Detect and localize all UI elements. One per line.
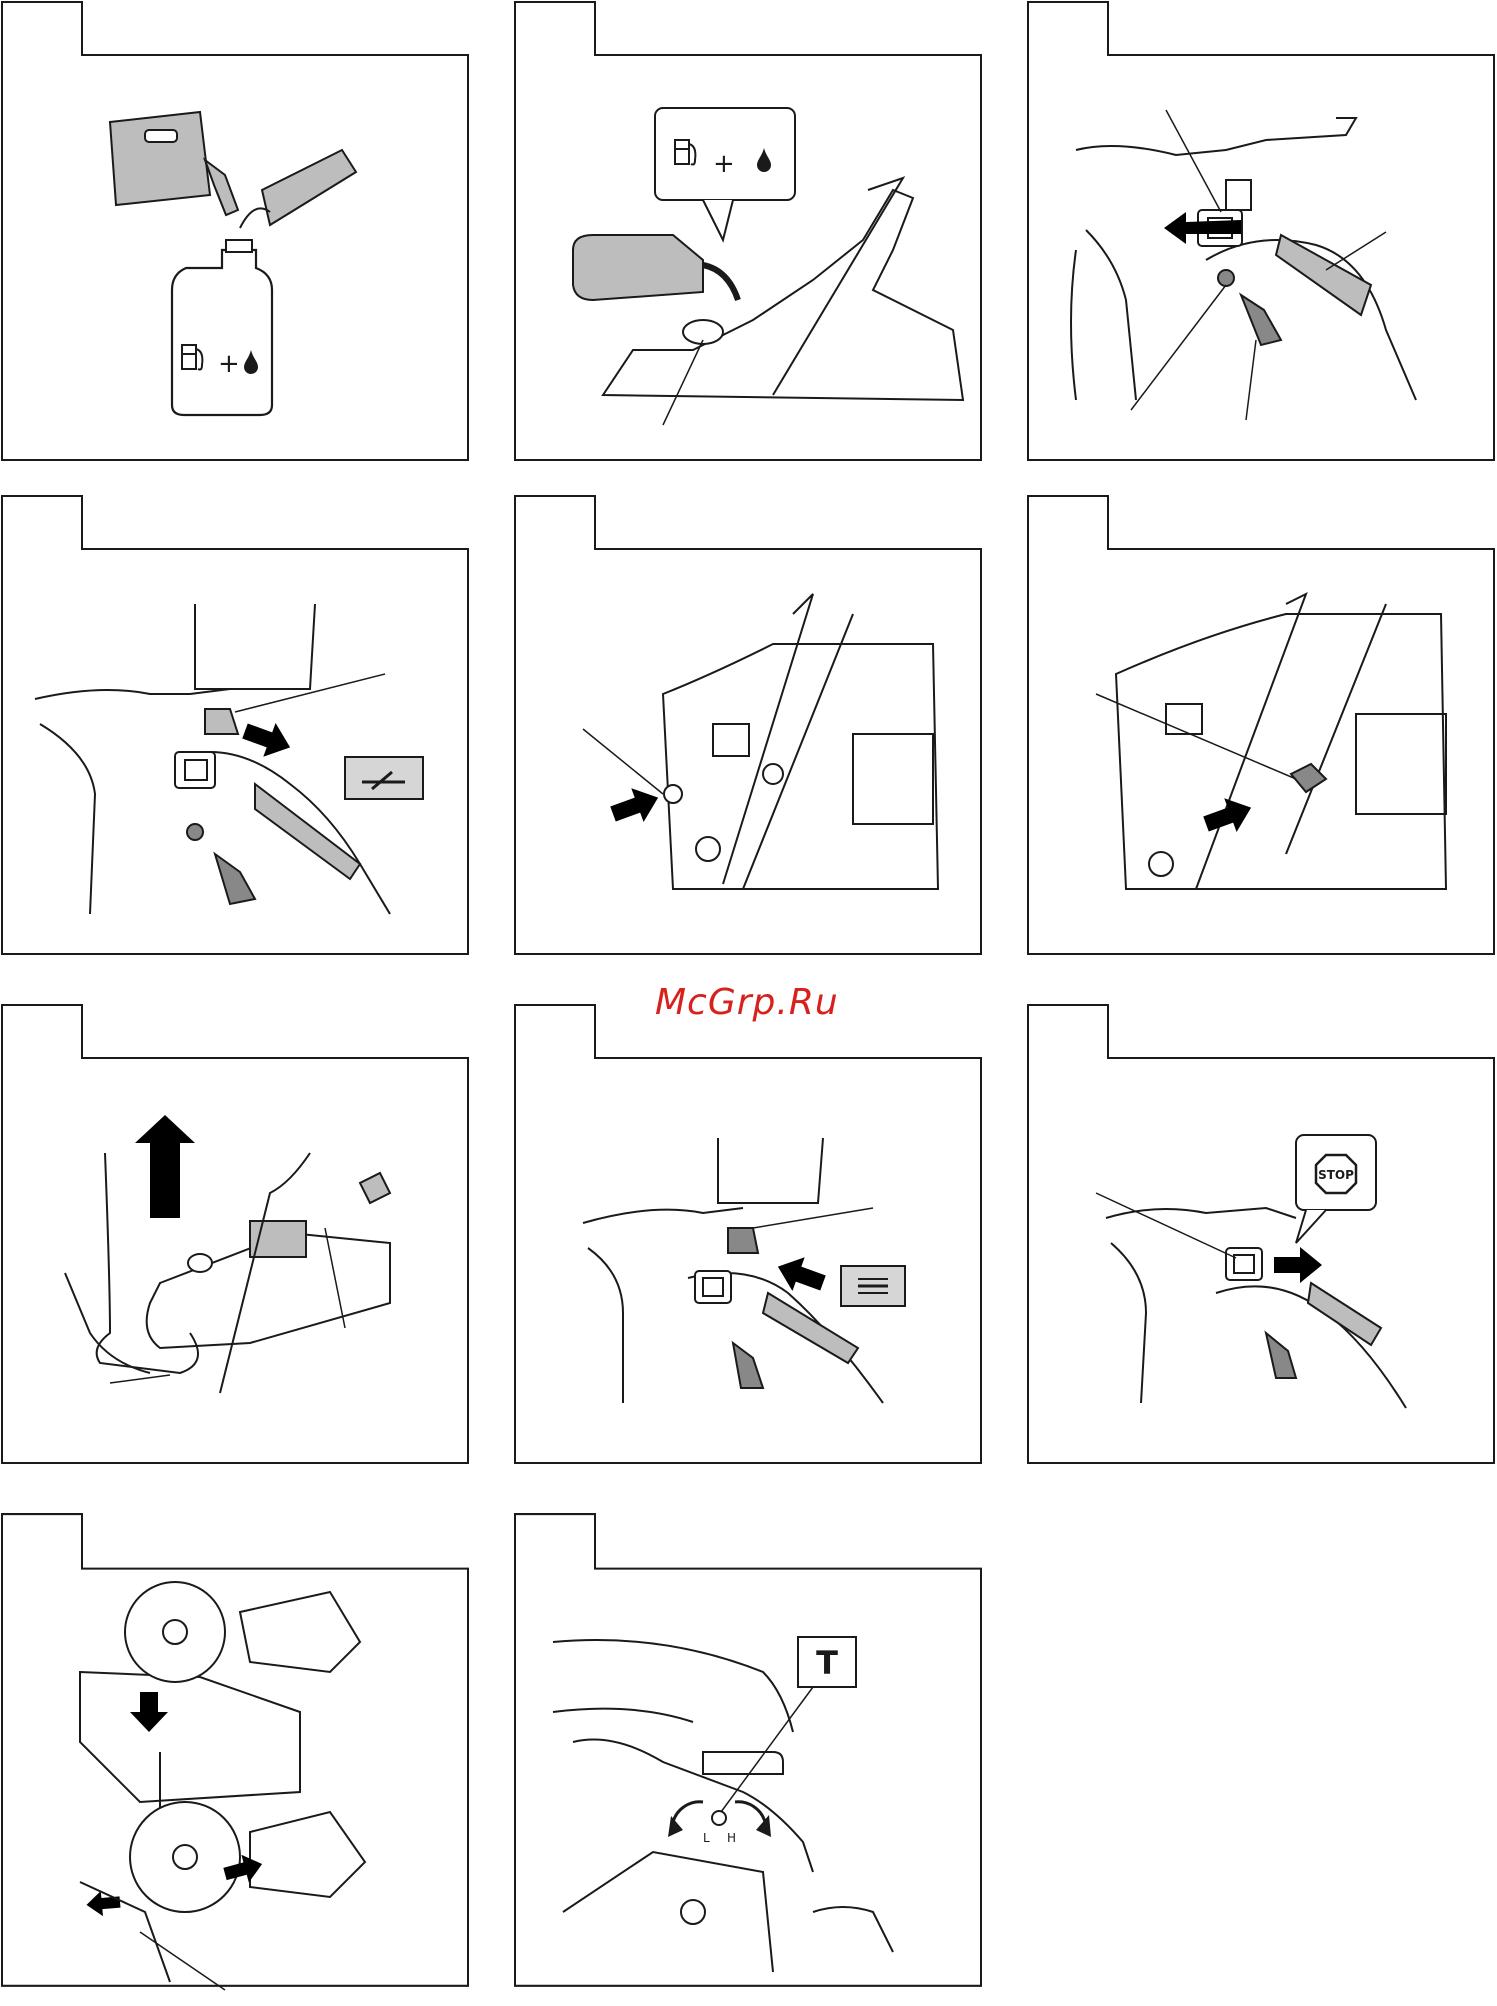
step-panel-8 — [513, 1003, 983, 1483]
adjust-label: T — [816, 1644, 838, 1682]
stop-sign: STOP — [1318, 1168, 1354, 1182]
step-panel-3 — [1026, 0, 1496, 480]
step-panel-1: + — [0, 0, 470, 480]
step-panel-2: + — [513, 0, 983, 480]
watermark-text: McGrp.Ru — [655, 982, 855, 1032]
step-panel-9: STOP — [1026, 1003, 1496, 1483]
step-panel-7 — [0, 1003, 470, 1483]
step-panel-4 — [0, 494, 470, 974]
step-panel-6 — [1026, 494, 1496, 974]
plus-symbol: + — [218, 349, 240, 379]
step-panel-10 — [0, 1512, 470, 2006]
step-panel-11: T L H — [513, 1512, 983, 2006]
screw-mark-l: L — [703, 1831, 710, 1845]
plus-symbol: + — [713, 149, 735, 179]
step-panel-5 — [513, 494, 983, 974]
screw-mark-h: H — [727, 1831, 736, 1845]
